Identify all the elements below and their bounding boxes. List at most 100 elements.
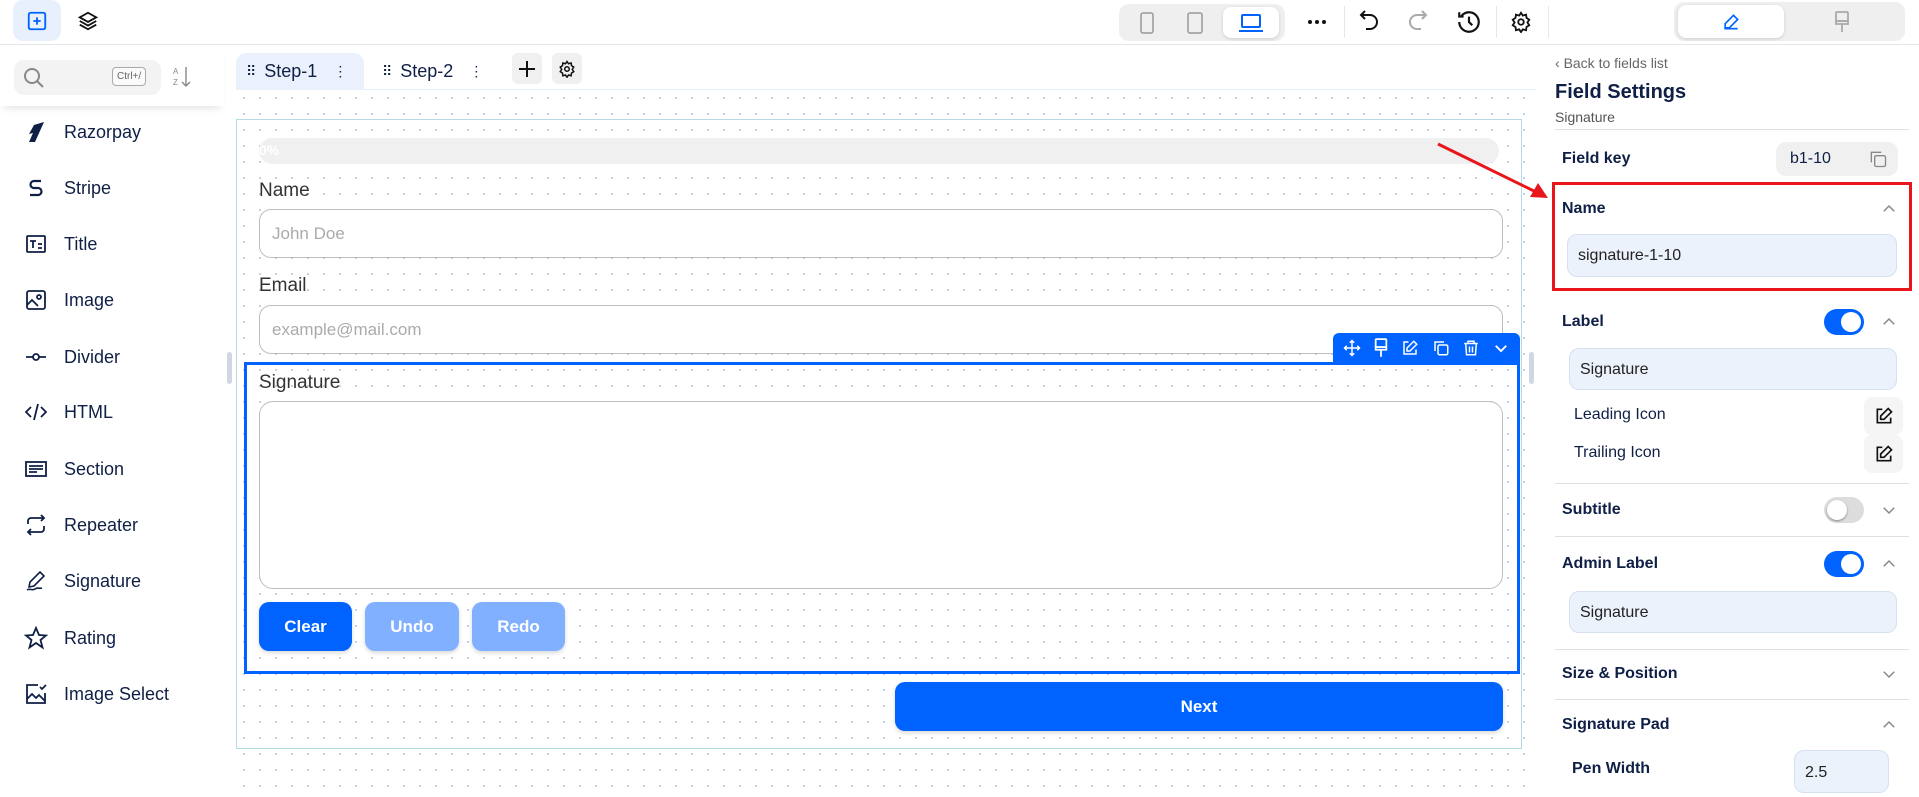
sidebar-item-label: Razorpay [64, 121, 142, 142]
style-mode-button[interactable] [1814, 5, 1870, 38]
svg-text:Z: Z [173, 78, 178, 87]
repeat-icon [26, 514, 46, 536]
history-button[interactable] [1452, 5, 1486, 39]
sidebar-item-section[interactable]: Section [0, 449, 224, 489]
tab-step-2[interactable]: ⠿ Step-2 ⋮ [372, 53, 492, 90]
sidebar-item-repeater[interactable]: Repeater [0, 505, 224, 545]
pen-width-value: 2.5 [1805, 764, 1828, 781]
signature-pad-section-header[interactable]: Signature Pad [1562, 716, 1670, 733]
label-toggle[interactable] [1824, 309, 1864, 335]
divider [1555, 699, 1909, 700]
undo-signature-button[interactable]: Undo [365, 602, 459, 651]
right-resize-handle[interactable] [1529, 352, 1534, 384]
sidebar-item-image[interactable]: Image [0, 280, 224, 320]
toolbar-separator [1344, 6, 1345, 38]
chevron-up-icon[interactable] [1880, 313, 1898, 331]
sidebar-item-label: Stripe [64, 177, 112, 198]
divider-icon [26, 353, 46, 361]
mobile-view-button[interactable] [1127, 7, 1167, 38]
section-icon [25, 461, 47, 477]
sidebar-item-divider[interactable]: Divider [0, 337, 224, 377]
sidebar-item-label: Divider [64, 346, 121, 367]
tab-step-1[interactable]: ⠿ Step-1 ⋮ [236, 53, 364, 90]
sidebar-item-label: Signature [64, 570, 142, 591]
more-button[interactable] [1302, 5, 1332, 39]
left-resize-handle[interactable] [227, 352, 232, 384]
chevron-down-icon[interactable] [1880, 501, 1898, 519]
signature-icon [26, 570, 46, 591]
drag-handle-icon: ⠿ [382, 63, 393, 79]
back-to-fields-link[interactable]: ‹ Back to fields list [1555, 55, 1668, 71]
toolbar-separator [1548, 6, 1549, 38]
back-label: Back to fields list [1563, 55, 1668, 71]
title-icon [26, 235, 46, 253]
sidebar-item-label: Image [64, 289, 115, 310]
sidebar-item-stripe[interactable]: Stripe [0, 168, 224, 208]
search-shortcut-badge: Ctrl+/ [112, 67, 147, 86]
desktop-view-button[interactable] [1223, 7, 1279, 38]
admin-label-value: Signature [1580, 604, 1649, 621]
sidebar-item-html[interactable]: HTML [0, 392, 224, 432]
leading-icon-edit-button[interactable] [1864, 397, 1903, 435]
chevron-down-icon[interactable] [1880, 665, 1898, 683]
plus-square-icon [27, 11, 47, 30]
paint-brush-icon[interactable] [1373, 338, 1389, 358]
selected-field-outline[interactable] [244, 362, 1520, 674]
signature-pad[interactable] [259, 401, 1503, 589]
sidebar-item-label: Rating [64, 627, 117, 648]
duplicate-icon[interactable] [1432, 339, 1450, 357]
add-field-button[interactable] [13, 0, 61, 41]
tab-menu-icon[interactable]: ⋮ [333, 63, 348, 79]
tab-menu-icon[interactable]: ⋮ [469, 63, 484, 79]
chevron-left-icon: ‹ [1555, 55, 1564, 71]
settings-button[interactable] [1506, 5, 1536, 39]
email-input[interactable]: example@mail.com [259, 305, 1503, 354]
progress-bar: 0% [259, 138, 1499, 164]
add-step-button[interactable] [512, 53, 542, 84]
layers-button[interactable] [70, 0, 106, 41]
admin-label-toggle[interactable] [1824, 551, 1864, 577]
edit-icon[interactable] [1401, 339, 1419, 357]
tablet-view-button[interactable] [1175, 7, 1215, 38]
redo-button[interactable] [1403, 5, 1433, 39]
size-position-section-header[interactable]: Size & Position [1562, 665, 1678, 682]
divider [1555, 129, 1909, 130]
trash-icon[interactable] [1462, 339, 1480, 357]
code-icon [24, 403, 48, 421]
step-settings-button[interactable] [552, 53, 582, 84]
chevron-down-icon[interactable] [1492, 339, 1510, 357]
tablet-icon [1187, 11, 1203, 34]
chevron-up-icon[interactable] [1880, 716, 1898, 734]
search-input[interactable]: Ctrl+/ [14, 60, 161, 95]
admin-label-textarea[interactable]: Signature [1569, 591, 1897, 633]
subtitle-toggle[interactable] [1824, 497, 1864, 523]
sidebar-item-rating[interactable]: Rating [0, 618, 224, 658]
sidebar-item-title[interactable]: Title [0, 224, 224, 264]
next-button[interactable]: Next [895, 682, 1503, 731]
sidebar-item-razorpay[interactable]: Razorpay [0, 112, 224, 152]
move-icon[interactable] [1343, 339, 1361, 357]
step-tabs: ⠿ Step-1 ⋮ ⠿ Step-2 ⋮ [236, 53, 1536, 90]
chevron-up-icon[interactable] [1880, 555, 1898, 573]
form-container [236, 119, 1522, 749]
pen-width-input[interactable]: 2.5 [1794, 750, 1889, 793]
copy-icon[interactable] [1868, 149, 1888, 169]
paint-brush-icon [1835, 10, 1849, 32]
toolbar-separator [1496, 6, 1497, 38]
field-name-input[interactable]: signature-1-10 [1567, 234, 1897, 277]
trailing-icon-edit-button[interactable] [1864, 435, 1903, 473]
edit-mode-button[interactable] [1678, 5, 1784, 38]
undo-button[interactable] [1354, 5, 1384, 39]
name-input[interactable]: John Doe [259, 209, 1503, 258]
sidebar-item-image-select[interactable]: Image Select [0, 674, 224, 714]
sidebar-item-signature[interactable]: Signature [0, 561, 224, 601]
chevron-up-icon[interactable] [1880, 200, 1898, 218]
mobile-icon [1140, 11, 1154, 34]
redo-signature-button[interactable]: Redo [472, 602, 565, 651]
drag-handle-icon: ⠿ [246, 63, 257, 79]
label-textarea[interactable]: Signature [1569, 348, 1897, 390]
field-key-label: Field key [1562, 150, 1631, 167]
clear-button[interactable]: Clear [259, 602, 352, 651]
trailing-icon-label: Trailing Icon [1574, 444, 1661, 461]
